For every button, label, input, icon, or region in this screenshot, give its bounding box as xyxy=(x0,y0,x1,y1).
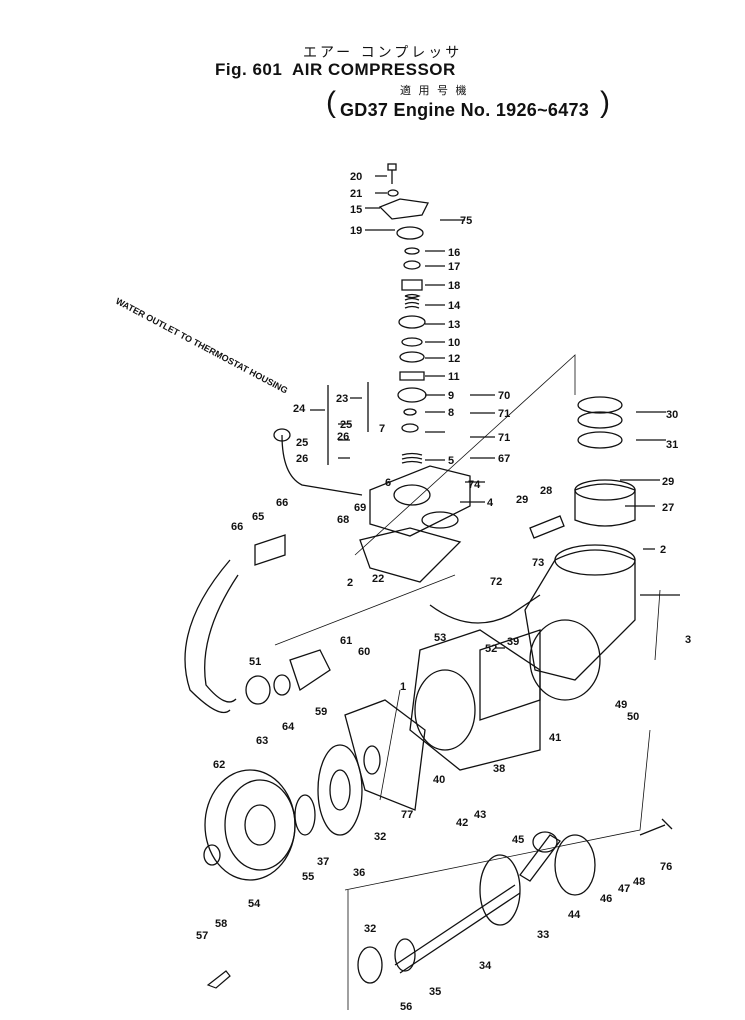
part-number: 29 xyxy=(662,476,674,488)
part-number: 34 xyxy=(479,960,492,972)
part-number: 75 xyxy=(460,215,472,227)
part-number: 7 xyxy=(379,423,385,435)
part-number: 5 xyxy=(448,455,454,467)
part-number: 71 xyxy=(498,408,510,420)
part-number: 43 xyxy=(474,809,486,821)
part-number: 48 xyxy=(633,876,645,888)
part-number: 66 xyxy=(276,497,288,509)
part-number: 60 xyxy=(358,646,370,658)
part-number: 50 xyxy=(627,711,639,723)
part-number: 19 xyxy=(350,225,362,237)
part-number: 21 xyxy=(350,188,362,200)
part-number: 27 xyxy=(662,502,674,514)
figure-number: Fig. 601 xyxy=(215,60,283,79)
japanese-title: エアー コンプレッサ xyxy=(303,45,463,61)
part-number: 73 xyxy=(532,557,544,569)
water-outlet-annotation: WATER OUTLET TO THERMOSTAT HOUSING xyxy=(114,296,289,396)
part-number: 56 xyxy=(400,1001,412,1013)
part-number: 72 xyxy=(490,576,502,588)
part-number: 24 xyxy=(293,403,306,415)
part-number: 37 xyxy=(317,856,329,868)
part-number: 26 xyxy=(296,453,308,465)
part-number: 11 xyxy=(448,371,460,383)
part-number: 54 xyxy=(248,898,261,910)
part-number: 53 xyxy=(434,632,446,644)
engine-applicability: GD37 Engine No. 1926~6473 xyxy=(340,100,590,120)
part-number-callouts: 20 21 15 75 19 16 17 18 14 13 10 12 11 9… xyxy=(196,171,691,1013)
part-number: 2 xyxy=(347,577,353,589)
part-number: 35 xyxy=(429,986,441,998)
part-number: 44 xyxy=(568,909,581,921)
part-number: 45 xyxy=(512,834,524,846)
part-number: 6 xyxy=(385,477,391,489)
part-number: 39 xyxy=(507,636,519,648)
part-number: 16 xyxy=(448,247,460,259)
part-number: 29 xyxy=(516,494,528,506)
part-number: 9 xyxy=(448,390,454,402)
part-number: 33 xyxy=(537,929,549,941)
part-number: 40 xyxy=(433,774,445,786)
japanese-applicable-label: 適 用 号 機 xyxy=(400,84,469,97)
part-number: 42 xyxy=(456,817,468,829)
part-number: 25 xyxy=(340,419,352,431)
part-number: 46 xyxy=(600,893,612,905)
part-number: 67 xyxy=(498,453,510,465)
part-number: 47 xyxy=(618,883,630,895)
part-number: 1 xyxy=(400,681,406,693)
part-number: 71 xyxy=(498,432,510,444)
part-number: 64 xyxy=(282,721,295,733)
part-number: 36 xyxy=(353,867,365,879)
part-number: 41 xyxy=(549,732,561,744)
part-number: 51 xyxy=(249,656,261,668)
part-number: 74 xyxy=(468,479,481,491)
part-number: 49 xyxy=(615,699,627,711)
part-number: 59 xyxy=(315,706,327,718)
part-number: 68 xyxy=(337,514,349,526)
part-number: 26 xyxy=(337,431,349,443)
part-number: 62 xyxy=(213,759,225,771)
part-number: 32 xyxy=(374,831,386,843)
part-number: 70 xyxy=(498,390,510,402)
part-number: 22 xyxy=(372,573,384,585)
part-number: 23 xyxy=(336,393,348,405)
part-number: 61 xyxy=(340,635,352,647)
part-number: 17 xyxy=(448,261,460,273)
front-arrow-icon xyxy=(206,970,231,989)
figure-header: エアー コンプレッサ Fig. 601 AIR COMPRESSOR 適 用 号… xyxy=(0,0,745,130)
part-number: 69 xyxy=(354,502,366,514)
part-number: 12 xyxy=(448,353,460,365)
part-number: 4 xyxy=(487,497,494,509)
part-number: 30 xyxy=(666,409,678,421)
part-number: 58 xyxy=(215,918,227,930)
part-number: 52 xyxy=(485,643,497,655)
part-number: 25 xyxy=(296,437,308,449)
part-number: 32 xyxy=(364,923,376,935)
part-number: 63 xyxy=(256,735,268,747)
part-number: 38 xyxy=(493,763,505,775)
part-number: 55 xyxy=(302,871,314,883)
right-paren: ) xyxy=(600,86,610,119)
part-number: 28 xyxy=(540,485,552,497)
part-number: 65 xyxy=(252,511,264,523)
figure-title: AIR COMPRESSOR xyxy=(292,60,456,79)
part-number: 2 xyxy=(660,544,666,556)
part-number: 10 xyxy=(448,337,460,349)
part-number: 20 xyxy=(350,171,362,183)
part-number: 66 xyxy=(231,521,243,533)
left-paren: ( xyxy=(326,86,336,119)
part-number: 8 xyxy=(448,407,454,419)
part-number: 3 xyxy=(685,634,691,646)
part-number: 14 xyxy=(448,300,461,312)
part-number: 13 xyxy=(448,319,460,331)
part-number: 18 xyxy=(448,280,460,292)
part-number: 31 xyxy=(666,439,678,451)
part-number: 15 xyxy=(350,204,362,216)
part-number: 57 xyxy=(196,930,208,942)
part-number: 77 xyxy=(401,809,413,821)
part-number: 76 xyxy=(660,861,672,873)
